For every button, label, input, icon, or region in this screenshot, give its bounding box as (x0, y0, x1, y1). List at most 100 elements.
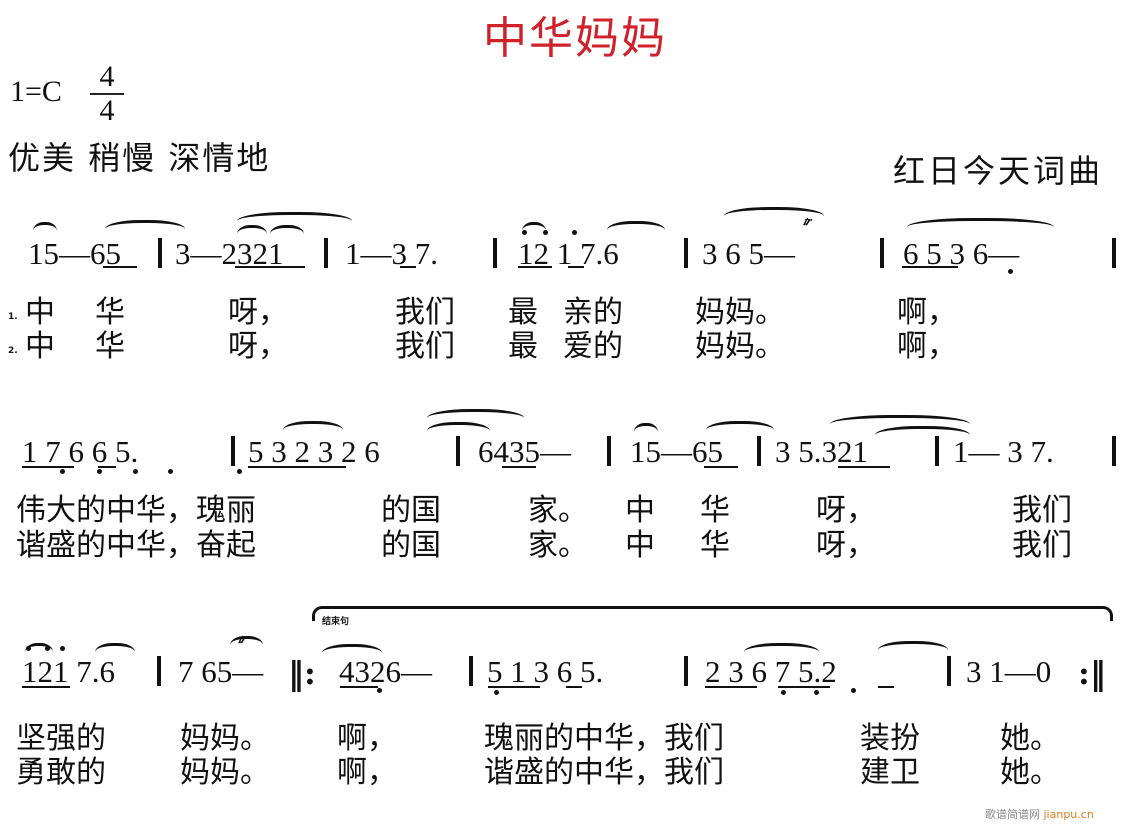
watermark-text: 歌谱简谱网 (985, 808, 1040, 821)
underline (248, 466, 300, 468)
barline (935, 436, 939, 466)
lyric: 建卫 (860, 755, 920, 790)
slur (283, 421, 343, 430)
slur (522, 222, 546, 231)
lyric: 谐盛的中华，我们 (484, 755, 724, 790)
barline (684, 238, 688, 268)
lyric: 呀， (228, 329, 288, 364)
notes-segment: 12 1 7.6 (518, 236, 619, 271)
high-octave-dot (543, 230, 548, 235)
lyric: 呀， (816, 528, 876, 563)
lyric: 呀， (816, 493, 876, 528)
barline (880, 238, 884, 268)
lyric: 我们 (395, 295, 455, 330)
lyric: 妈妈。 (180, 721, 270, 756)
underline (518, 266, 552, 268)
verse-label: 1. (8, 312, 18, 322)
high-octave-dot (26, 646, 31, 651)
underline (300, 466, 346, 468)
time-fraction-bar (90, 93, 124, 95)
time-denominator: 4 (99, 94, 115, 127)
lyric: 谐盛的中华，奋起 (16, 528, 256, 563)
notes-segment: 5 3 2 3 2 6 (248, 434, 380, 469)
notes-segment: 15—65 (630, 434, 723, 469)
underline (502, 466, 536, 468)
lyric: 家。 (528, 493, 588, 528)
notes-segment: 6435— (478, 434, 571, 469)
lyric: 瑰丽的中华，我们 (484, 721, 724, 756)
lyric: 啊， (337, 721, 397, 756)
underline (566, 686, 582, 688)
notes-segment: 1— 3 7. (953, 434, 1054, 469)
lyric: 她。 (1000, 755, 1060, 790)
notes-segment: 3—2321 (175, 236, 284, 271)
slur (706, 421, 774, 430)
lyric: 最 (508, 329, 538, 364)
time-signature: 4 4 (90, 62, 124, 126)
high-octave-dot (60, 646, 65, 651)
lyric: 爱的 (563, 329, 623, 364)
lyric: 啊， (897, 329, 957, 364)
low-octave-dot (814, 690, 819, 695)
slur (270, 225, 304, 234)
lyric: 中 (25, 295, 55, 330)
ending-bracket (312, 606, 1113, 621)
watermark: 歌谱简谱网 jianpu.cn (985, 806, 1094, 822)
verse-label: 2. (8, 346, 18, 356)
low-octave-dot (168, 469, 173, 474)
composer-credit: 红日今天词曲 (893, 152, 1104, 190)
lyric: 啊， (337, 755, 397, 790)
lyric: 啊， (897, 295, 957, 330)
underline (98, 466, 116, 468)
notes-segment: 1 7 6 6 5. (22, 434, 139, 469)
slur (744, 643, 819, 652)
trill-mark-icon: 𝆖 (803, 214, 811, 229)
low-octave-dot (781, 690, 786, 695)
repeat-end-icon: :‖ (1078, 654, 1106, 692)
slur (95, 643, 135, 652)
lyric: 呀， (228, 295, 288, 330)
slur (878, 641, 948, 650)
lyric: 我们 (1012, 493, 1072, 528)
slur (237, 225, 267, 234)
lyric: 妈妈。 (695, 295, 785, 330)
barline (684, 656, 688, 686)
low-octave-dot (237, 469, 242, 474)
lyric: 我们 (395, 329, 455, 364)
underline (778, 686, 830, 688)
lyric: 我们 (1012, 528, 1072, 563)
song-title: 中华妈妈 (483, 13, 667, 64)
slur (427, 409, 524, 418)
slur (25, 643, 53, 652)
low-octave-dot (133, 469, 138, 474)
notes-segment: 121 7.6 (22, 654, 115, 689)
notes-segment: 3 5.321 (775, 434, 868, 469)
underline (705, 686, 757, 688)
underline (235, 266, 305, 268)
slur (875, 426, 970, 435)
notes-segment: 1—3 7. (345, 236, 438, 271)
barline (231, 436, 235, 466)
lyric: 坚强的 (16, 721, 106, 756)
barline (157, 656, 161, 686)
notes-segment: 2 3 6 7 5.2 (705, 654, 837, 689)
underline (878, 686, 894, 688)
underline (400, 266, 416, 268)
notes-segment: 15—65 (28, 236, 121, 271)
slur (230, 636, 263, 645)
underline (22, 466, 74, 468)
notes-segment: 6 5 3 6— (903, 236, 1020, 271)
trill-mark-icon: 𝆖 (238, 632, 246, 647)
slur (33, 222, 57, 231)
underline (568, 266, 584, 268)
slur (322, 644, 382, 653)
lyric: 华 (700, 493, 730, 528)
lyric: 妈妈。 (180, 755, 270, 790)
notes-segment: 5 1 3 6 5. (487, 654, 604, 689)
high-octave-dot (45, 646, 50, 651)
lyric: 华 (95, 295, 125, 330)
lyric: 中 (25, 329, 55, 364)
lyric: 家。 (528, 528, 588, 563)
watermark-site: jianpu.cn (1043, 808, 1094, 821)
barline (469, 656, 473, 686)
